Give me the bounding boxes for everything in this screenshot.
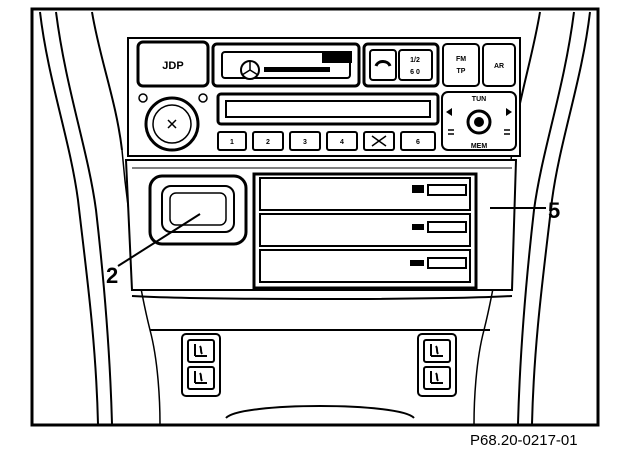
svg-text:1/2: 1/2 <box>410 57 420 64</box>
svg-text:2: 2 <box>106 263 118 288</box>
figure-reference: P68.20-0217-01 <box>470 432 578 449</box>
eject-icon <box>374 60 392 67</box>
svg-text:2: 2 <box>266 139 270 146</box>
preset-button-5[interactable] <box>363 131 395 151</box>
callout-2: 2 <box>106 213 201 288</box>
slot-unit-2[interactable] <box>259 213 471 247</box>
eject-button[interactable] <box>369 49 397 81</box>
seek-right-icon[interactable] <box>506 108 512 116</box>
fm-tp-button[interactable]: FM TP <box>442 43 480 87</box>
display-window <box>216 92 440 126</box>
slot-unit-3[interactable] <box>259 249 471 283</box>
svg-text:6 0: 6 0 <box>410 69 420 76</box>
jdp-badge: JDP <box>136 40 210 88</box>
preset-button-1[interactable]: 1 <box>217 131 247 151</box>
mute-icon <box>371 135 387 147</box>
svg-text:AR: AR <box>494 63 504 70</box>
seat-heater-icon <box>194 344 207 357</box>
seat-heater-switch-right[interactable] <box>417 333 457 397</box>
seat-heater-icon <box>430 344 443 357</box>
svg-text:JDP: JDP <box>162 60 183 72</box>
svg-text:4: 4 <box>340 139 344 146</box>
tuning-rocker[interactable]: TUN MEM <box>441 91 517 151</box>
volume-knob[interactable] <box>138 93 208 152</box>
seat-heater-icon <box>430 371 443 384</box>
tape-side-button[interactable] <box>398 49 433 81</box>
svg-text:TUN: TUN <box>472 96 486 103</box>
tape-control-cluster: 1/2 6 0 <box>362 42 440 88</box>
svg-text:5: 5 <box>548 198 560 223</box>
slot-unit-1[interactable] <box>259 177 471 211</box>
seat-heater-icon <box>194 371 207 384</box>
preset-button-2[interactable]: 2 <box>252 131 284 151</box>
preset-buttons: 1 2 3 4 6 <box>217 131 436 151</box>
lower-console <box>131 295 513 419</box>
svg-text:MEM: MEM <box>471 143 488 150</box>
seek-left-icon[interactable] <box>446 108 452 116</box>
radio-unit: JDP 1/2 6 0 FM TP AR <box>127 37 521 157</box>
preset-button-6[interactable]: 6 <box>400 131 436 151</box>
ar-button[interactable]: AR <box>482 43 516 87</box>
preset-button-4[interactable]: 4 <box>326 131 358 151</box>
console-left-contours <box>39 11 161 425</box>
svg-text:1: 1 <box>230 139 234 146</box>
preset-button-3[interactable]: 3 <box>289 131 321 151</box>
svg-text:6: 6 <box>416 139 420 146</box>
svg-text:TP: TP <box>457 68 466 75</box>
compartment-lid[interactable] <box>148 174 248 246</box>
cassette-slot[interactable] <box>211 42 361 88</box>
seat-heater-switch-left[interactable] <box>181 333 221 397</box>
slot-stack <box>252 172 478 290</box>
callout-5: 5 <box>490 198 560 223</box>
svg-text:FM: FM <box>456 56 466 63</box>
svg-text:3: 3 <box>303 139 307 146</box>
